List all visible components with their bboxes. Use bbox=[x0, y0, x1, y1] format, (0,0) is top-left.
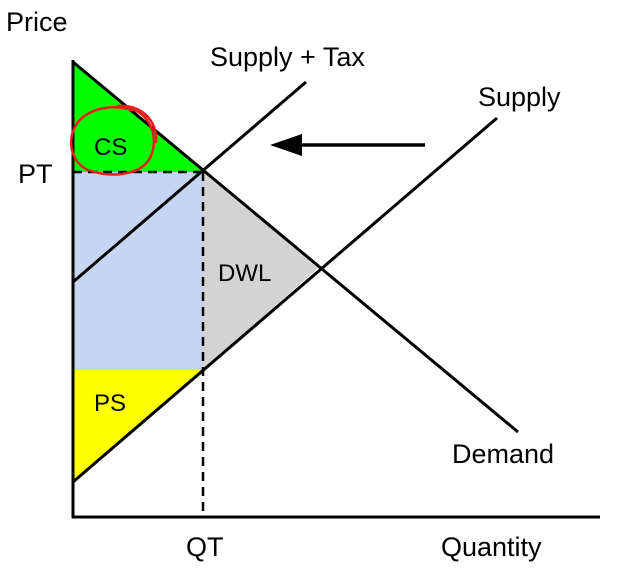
shift-left-arrow-icon bbox=[270, 134, 425, 156]
demand-curve bbox=[72, 60, 519, 434]
deadweight-loss-label: DWL bbox=[218, 260, 271, 287]
y-axis-label: Price bbox=[6, 7, 68, 37]
supply-tax-curve bbox=[72, 80, 307, 284]
price-tax-label: PT bbox=[18, 159, 53, 189]
producer-surplus-label: PS bbox=[94, 390, 126, 417]
x-axis-label: Quantity bbox=[441, 532, 542, 562]
tax-revenue-area bbox=[73, 172, 203, 370]
supply-tax-label: Supply + Tax bbox=[210, 42, 365, 72]
quantity-tax-label: QT bbox=[186, 532, 224, 562]
deadweight-loss-area bbox=[203, 172, 318, 370]
demand-label: Demand bbox=[452, 439, 554, 469]
cs-highlight-circle bbox=[70, 104, 158, 176]
consumer-surplus-label: CS bbox=[94, 134, 127, 161]
supply-curve bbox=[72, 116, 498, 484]
supply-label: Supply bbox=[478, 82, 561, 112]
